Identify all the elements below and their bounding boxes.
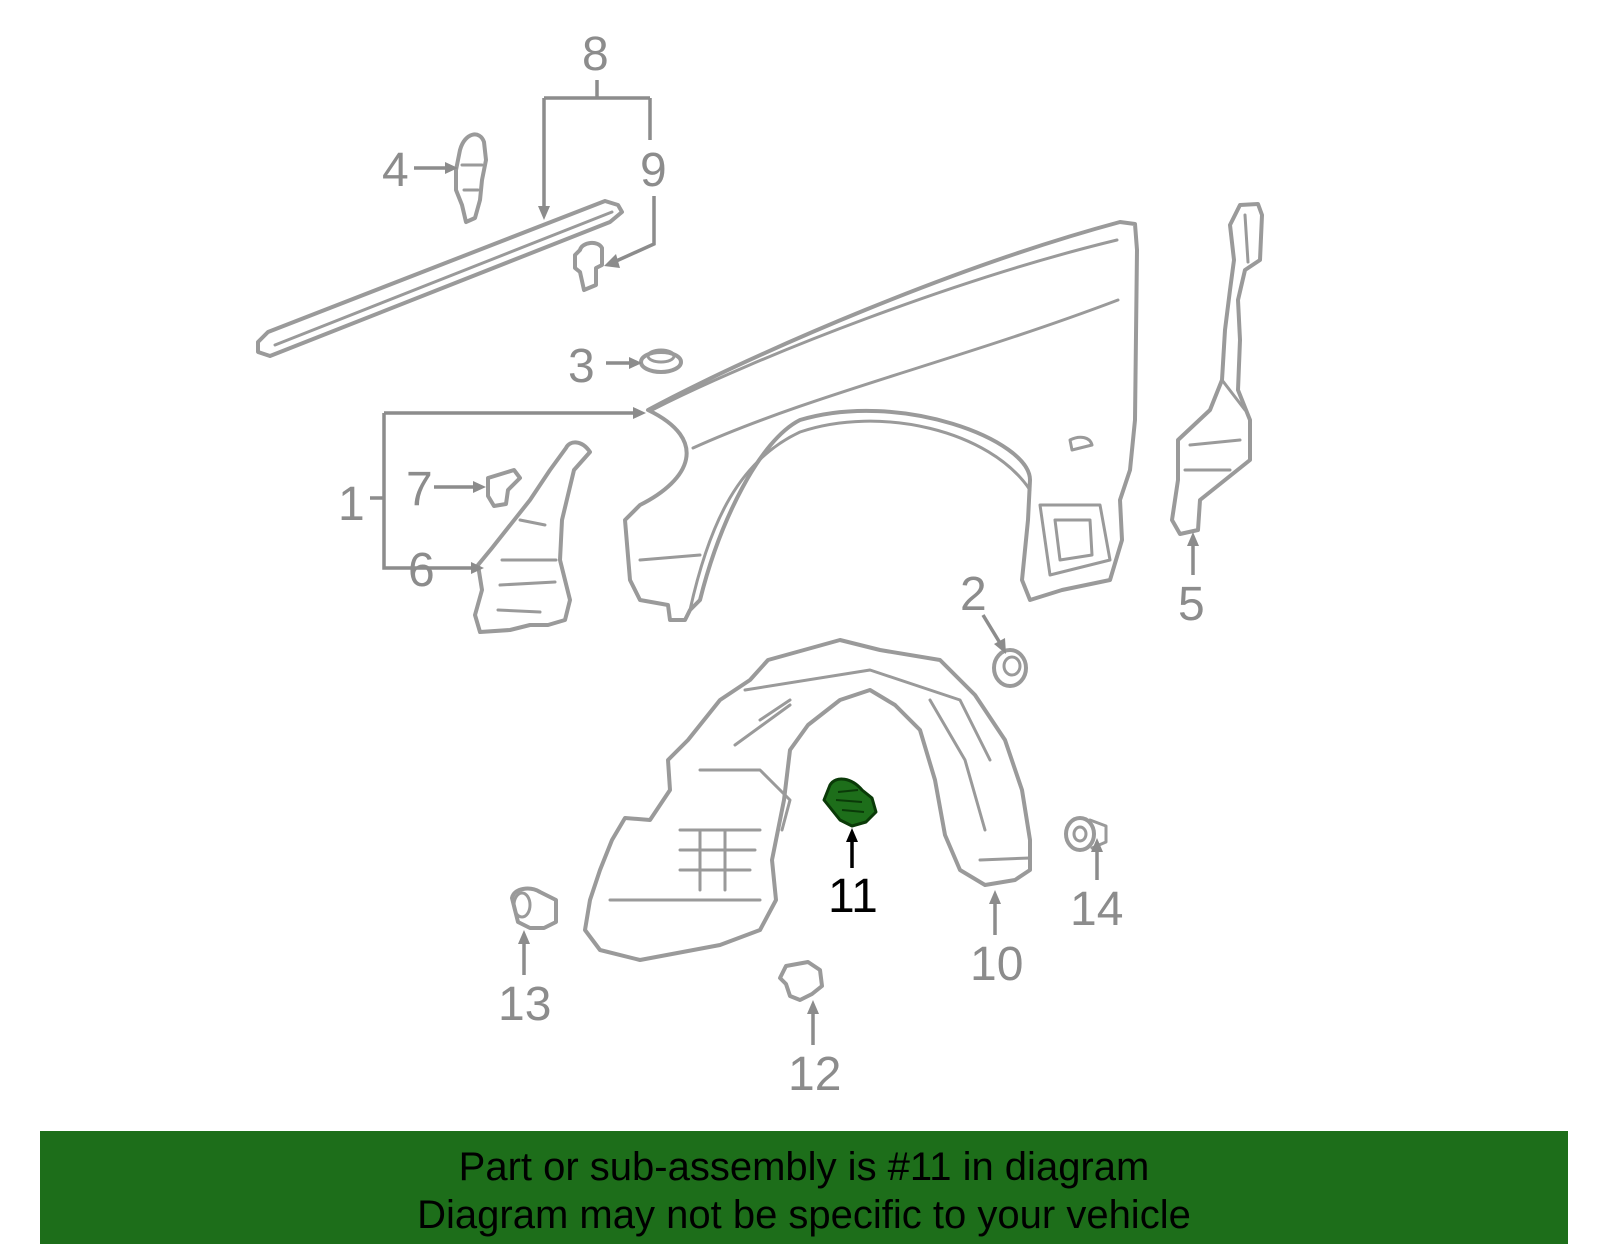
part-9-clip — [573, 241, 604, 292]
part-13-clip — [510, 886, 558, 930]
leader-9 — [613, 196, 656, 264]
arrowhead-11 — [846, 828, 858, 842]
arrowhead-10 — [989, 890, 1001, 904]
fender-panel — [623, 220, 1139, 622]
part-4-clip — [454, 132, 488, 224]
info-banner: Part or sub-assembly is #11 in diagram D… — [40, 1131, 1568, 1244]
arrowhead-14 — [1091, 838, 1103, 852]
callout-11: 11 — [828, 870, 878, 923]
callout-14: 14 — [1070, 883, 1123, 936]
callout-6: 6 — [408, 544, 435, 597]
callout-1: 1 — [338, 478, 365, 531]
arrowhead-5 — [1187, 532, 1199, 546]
callout-9: 9 — [640, 144, 667, 197]
callout-8: 8 — [582, 28, 609, 81]
callout-13: 13 — [498, 978, 551, 1031]
part-11-clip — [822, 777, 878, 828]
leader-1 — [370, 411, 634, 570]
part-5-bracket — [1170, 202, 1264, 536]
callout-7: 7 — [406, 463, 433, 516]
banner-line-1: Part or sub-assembly is #11 in diagram — [458, 1145, 1150, 1189]
callout-4: 4 — [382, 144, 409, 197]
arrowhead-12 — [807, 1000, 819, 1014]
arrowhead-1 — [633, 407, 646, 419]
arrowhead-9 — [604, 254, 620, 268]
banner-line-2: Diagram may not be specific to your vehi… — [417, 1193, 1191, 1237]
part-14-nut — [1064, 816, 1108, 852]
arrowhead-13 — [518, 930, 530, 944]
leader-8-9 — [542, 96, 652, 212]
part-6-bracket — [473, 440, 592, 634]
callout-12: 12 — [788, 1048, 841, 1101]
part-12-clip — [778, 960, 824, 1002]
arrowhead-7 — [473, 481, 486, 493]
arrowhead-8 — [538, 206, 550, 220]
callout-10: 10 — [970, 938, 1023, 991]
arrowhead-4 — [445, 162, 458, 174]
arrowhead-2 — [994, 638, 1006, 654]
part-7-bracket — [486, 468, 522, 508]
callout-5: 5 — [1178, 578, 1205, 631]
moulding-strip — [256, 199, 624, 358]
arrowhead-3 — [629, 357, 642, 369]
callout-2: 2 — [960, 568, 987, 621]
part-3-grommet — [639, 348, 683, 374]
callout-3: 3 — [568, 340, 595, 393]
part-2-grommet — [992, 648, 1028, 688]
arrowhead-6 — [471, 562, 484, 574]
part-10-liner — [583, 638, 1032, 962]
leader-2 — [981, 614, 1002, 644]
